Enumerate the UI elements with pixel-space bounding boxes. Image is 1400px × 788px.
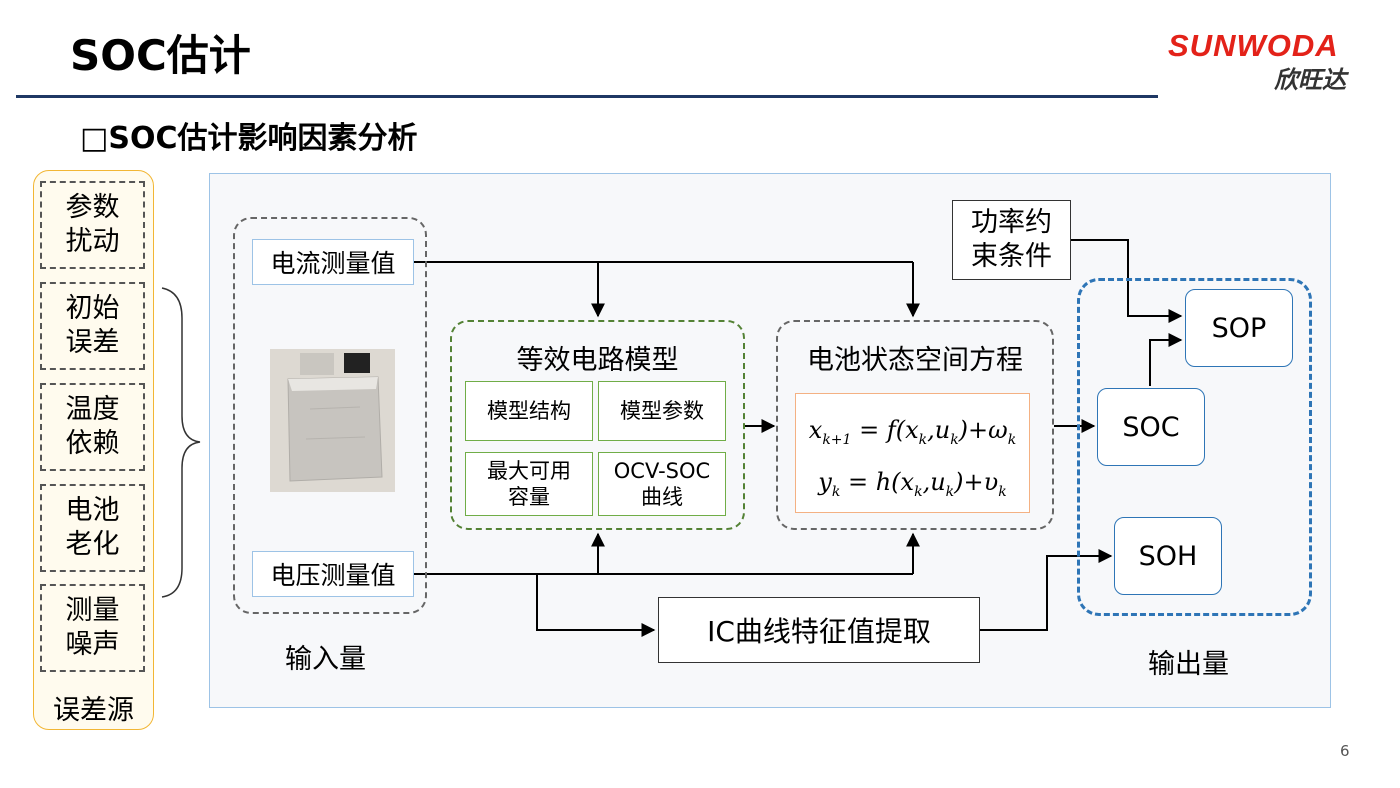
- battery-pouch-icon: [270, 349, 395, 492]
- state-space-group: [776, 320, 1054, 530]
- page-number: 6: [1340, 742, 1350, 760]
- ecm-ocv-soc-curve: OCV-SOC 曲线: [598, 452, 726, 516]
- company-logo: SUNWODA: [1168, 28, 1339, 63]
- power-constraint-box: 功率约 束条件: [952, 200, 1071, 280]
- arrow-soc-to-sop: [1149, 333, 1183, 386]
- error-source-parameter: 参数 扰动: [40, 181, 145, 269]
- soh-box: SOH: [1114, 517, 1222, 595]
- soc-box: SOC: [1097, 388, 1205, 466]
- company-logo-cn: 欣旺达: [1274, 66, 1346, 94]
- state-equation: xk+1 = f(xk,uk)+ωk: [808, 416, 1017, 448]
- error-source-label: 误差源: [53, 695, 134, 726]
- ecm-title: 等效电路模型: [516, 345, 679, 376]
- output-label: 输出量: [1148, 649, 1229, 680]
- section-subtitle: □SOC估计影响因素分析: [80, 121, 418, 156]
- arrow-voltage-to-ic: [536, 574, 656, 637]
- ic-curve-extraction-box: IC曲线特征值提取: [658, 597, 980, 663]
- error-source-aging: 电池 老化: [40, 484, 145, 572]
- observation-equation: yk = h(xk,uk)+υk: [818, 468, 1007, 500]
- current-measurement: 电流测量值: [252, 239, 414, 285]
- state-space-equations: xk+1 = f(xk,uk)+ωk yk = h(xk,uk)+υk: [795, 393, 1030, 513]
- error-source-panel: [33, 170, 154, 730]
- ecm-max-capacity: 最大可用 容量: [465, 452, 593, 516]
- battery-cell-photo: [270, 349, 395, 492]
- voltage-measurement: 电压测量值: [252, 551, 414, 597]
- arrow-current-to-ecm: [414, 261, 913, 316]
- page-title: SOC估计: [70, 31, 251, 80]
- title-divider: [16, 95, 1158, 98]
- error-source-temperature: 温度 依赖: [40, 383, 145, 471]
- sop-box: SOP: [1185, 289, 1293, 367]
- arrow-voltage-to-ecm: [414, 534, 913, 575]
- ecm-model-structure: 模型结构: [465, 381, 593, 441]
- output-group: [1077, 278, 1312, 616]
- input-group: [233, 217, 427, 614]
- brace: [161, 287, 201, 598]
- error-source-initial: 初始 误差: [40, 282, 145, 370]
- ecm-model-parameters: 模型参数: [598, 381, 726, 441]
- error-source-noise: 测量 噪声: [40, 584, 145, 672]
- ecm-group: [450, 320, 745, 530]
- state-space-title: 电池状态空间方程: [807, 345, 1023, 376]
- input-label: 输入量: [285, 644, 366, 675]
